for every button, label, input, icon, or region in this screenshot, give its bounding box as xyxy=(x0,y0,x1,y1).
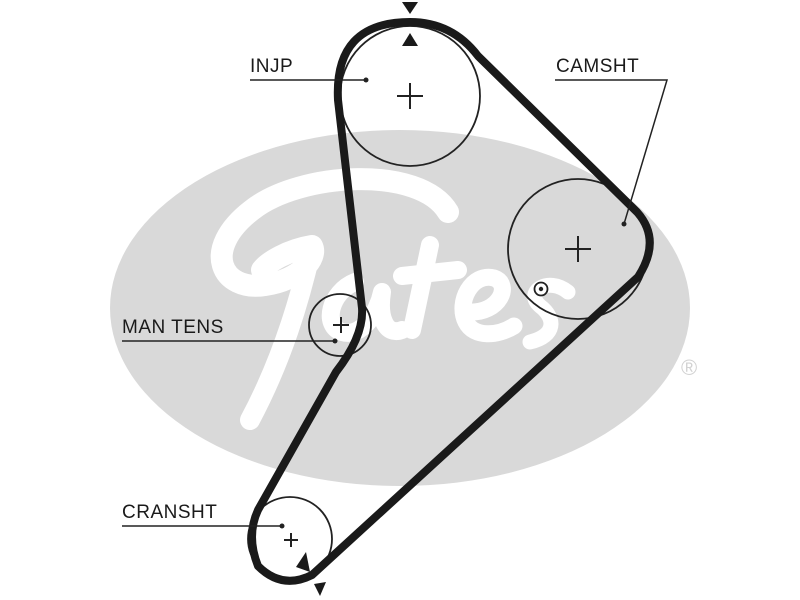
injection-pump-centre-cross xyxy=(397,83,423,109)
camshaft-target-mark xyxy=(533,281,549,297)
injp-label: INJP xyxy=(250,56,293,77)
injection-pump-top-arrow-icon xyxy=(402,2,418,14)
camshaft-centre-cross xyxy=(565,236,591,262)
crankshaft-inner-arrow-icon xyxy=(296,552,310,572)
camsht-label: CAMSHT xyxy=(556,56,639,77)
crankshaft-centre-cross xyxy=(284,533,298,547)
camsht-leader xyxy=(555,79,669,225)
gates-logo-watermark: ® xyxy=(110,130,697,486)
centre-marks xyxy=(284,83,591,547)
tensioner-pulley xyxy=(308,293,372,357)
timing-belt xyxy=(248,18,654,585)
injection-pump-inner-arrow-icon xyxy=(402,33,418,46)
tensioner-centre-cross xyxy=(333,317,349,333)
crankshaft-bottom-arrow-icon xyxy=(314,582,326,596)
leader-lines xyxy=(122,79,669,527)
man-tens-label: MAN TENS xyxy=(122,317,224,338)
leader-dots xyxy=(279,77,627,529)
registered-mark: ® xyxy=(681,355,697,380)
cransht-label: CRANSHT xyxy=(122,502,217,523)
timing-marks xyxy=(296,2,418,596)
